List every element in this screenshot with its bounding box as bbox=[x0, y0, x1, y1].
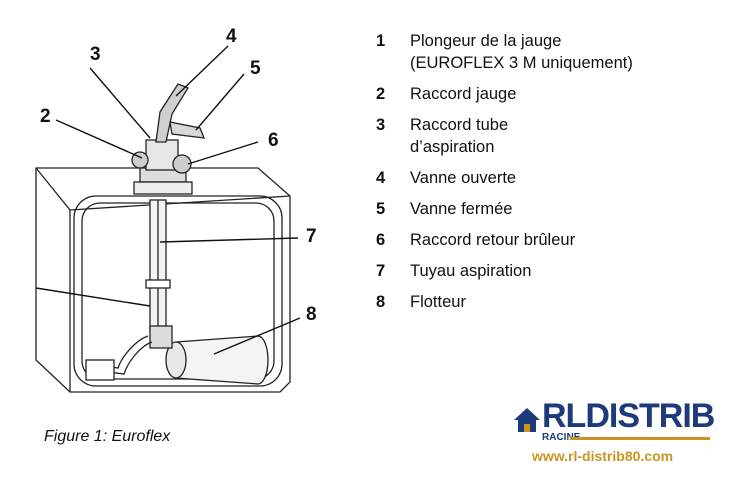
legend-number: 5 bbox=[376, 200, 386, 218]
valve-closed bbox=[169, 121, 206, 139]
legend-number: 4 bbox=[376, 169, 386, 187]
logo-distrib: DISTRIB bbox=[585, 397, 715, 435]
legend-label: Vanne ouverte bbox=[410, 169, 517, 187]
legend-label: Plongeur de la jauge bbox=[410, 32, 562, 50]
legend-number: 7 bbox=[376, 262, 386, 280]
legend-label: Raccord retour brûleur bbox=[410, 231, 576, 249]
legend-label: Flotteur bbox=[410, 293, 466, 311]
legend-label-cont: d’aspiration bbox=[410, 138, 495, 156]
legend-number: 2 bbox=[376, 85, 386, 103]
legend-label: Raccord tube bbox=[410, 116, 509, 134]
house-icon bbox=[514, 408, 540, 432]
legend-list: 1 Plongeur de la jauge (EUROFLEX 3 M uniq… bbox=[376, 30, 726, 322]
callout-3: 3 bbox=[90, 44, 101, 65]
legend-item: 4 Vanne ouverte bbox=[376, 167, 726, 189]
valve-open bbox=[155, 83, 189, 143]
euroflex-diagram bbox=[35, 45, 301, 393]
callout-4: 4 bbox=[226, 26, 237, 47]
callout-2: 2 bbox=[40, 106, 51, 127]
legend-item: 8 Flotteur bbox=[376, 291, 726, 313]
callout-7: 7 bbox=[306, 226, 317, 247]
tank-outline bbox=[35, 167, 291, 393]
legend-label: Tuyau aspiration bbox=[410, 262, 532, 280]
callout-8: 8 bbox=[306, 304, 317, 325]
logo-wordmark: RLDISTRIB bbox=[542, 397, 715, 435]
legend-item: 1 Plongeur de la jauge (EUROFLEX 3 M uniq… bbox=[376, 30, 726, 74]
legend-label-cont: (EUROFLEX 3 M uniquement) bbox=[410, 54, 633, 72]
legend-label: Vanne fermée bbox=[410, 200, 513, 218]
logo-divider bbox=[570, 437, 710, 440]
callout-5: 5 bbox=[250, 58, 261, 79]
legend-number: 8 bbox=[376, 293, 386, 311]
legend-number: 1 bbox=[376, 32, 386, 50]
legend-number: 6 bbox=[376, 231, 386, 249]
rl-distrib-logo: RLDISTRIB RACINE www.rl-distrib80.com bbox=[512, 398, 722, 468]
website-url: www.rl-distrib80.com bbox=[532, 448, 674, 464]
figure-caption: Figure 1: Euroflex bbox=[44, 428, 171, 445]
legend-number: 3 bbox=[376, 116, 386, 134]
legend-item: 5 Vanne fermée bbox=[376, 198, 726, 220]
logo-rl: RL bbox=[542, 397, 586, 435]
float bbox=[175, 335, 269, 385]
legend-item: 3 Raccord tube d’aspiration bbox=[376, 114, 726, 158]
callout-6: 6 bbox=[268, 130, 279, 151]
legend-label: Raccord jauge bbox=[410, 85, 517, 103]
logo-subtitle: RACINE bbox=[542, 432, 581, 443]
legend-item: 2 Raccord jauge bbox=[376, 83, 726, 105]
tank-inner bbox=[73, 195, 283, 387]
legend-item: 7 Tuyau aspiration bbox=[376, 260, 726, 282]
legend-item: 6 Raccord retour brûleur bbox=[376, 229, 726, 251]
